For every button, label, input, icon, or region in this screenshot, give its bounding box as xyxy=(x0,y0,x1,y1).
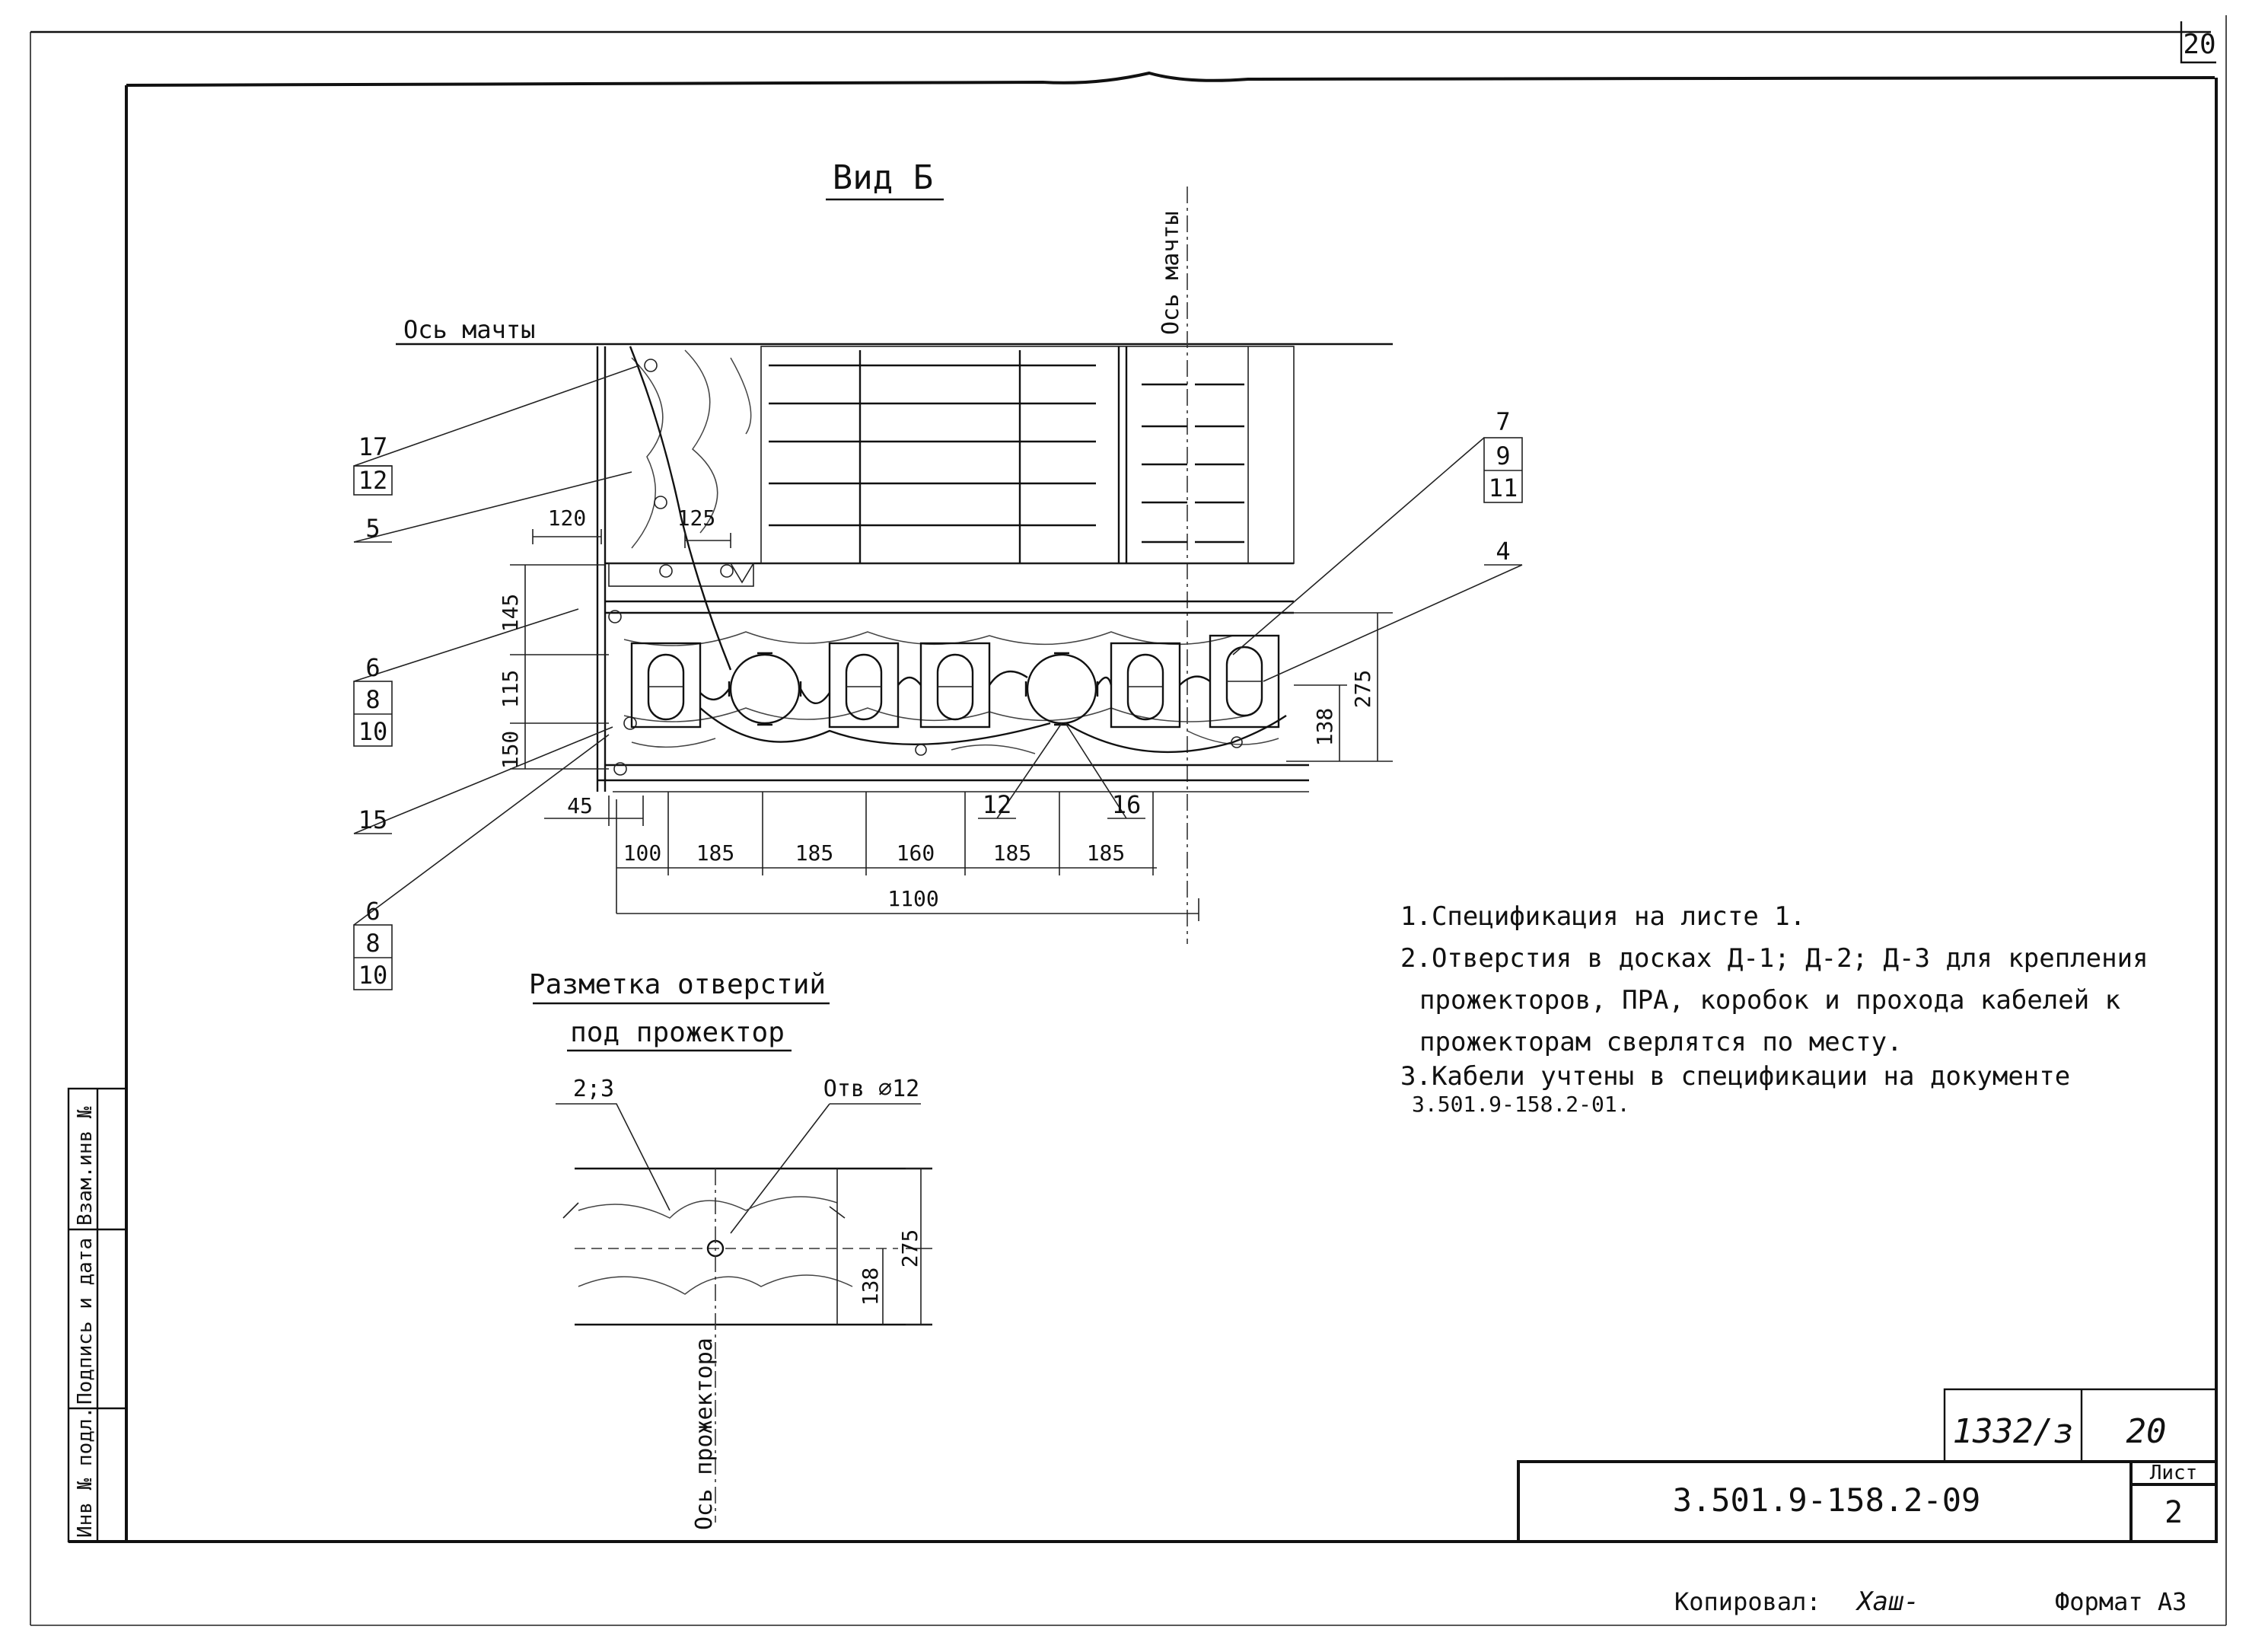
dim-bottom-2: 185 xyxy=(696,840,735,866)
dim-45: 45 xyxy=(567,793,593,818)
callout-12b: 12 xyxy=(983,790,1012,819)
markup-board xyxy=(562,1167,932,1523)
side-stamp xyxy=(67,1087,128,1543)
dim-150: 150 xyxy=(498,731,523,770)
notes: 1.Спецификация на листе 1. 2.Отверстия в… xyxy=(1400,901,2149,1117)
sheet-frame xyxy=(30,15,2227,1626)
markup-axis-label: Ось прожектора xyxy=(691,1338,718,1530)
bottom-dim-chain xyxy=(616,792,1199,921)
callout-5: 5 xyxy=(365,514,380,543)
note-line-5: 3.Кабели учтены в спецификации на докуме… xyxy=(1400,1061,2070,1092)
stamp-sheet-value: 2 xyxy=(2164,1495,2183,1530)
callout-10a: 10 xyxy=(358,717,388,746)
dim-120: 120 xyxy=(548,505,587,531)
stamp-doc-code: 3.501.9-158.2-09 xyxy=(1673,1481,1981,1519)
callout-17: 17 xyxy=(358,432,388,461)
dim-115: 115 xyxy=(498,670,523,709)
dim-138: 138 xyxy=(1312,708,1337,747)
sheet-number-top: 20 xyxy=(2183,29,2215,60)
callout-11: 11 xyxy=(1489,474,1518,502)
markup-dim-275: 275 xyxy=(897,1229,922,1268)
view-title: Вид Б xyxy=(833,158,933,197)
stamp-page: 20 xyxy=(2126,1412,2167,1451)
markup-dim-138: 138 xyxy=(858,1268,883,1306)
floodlight-row xyxy=(630,634,1287,756)
markup-hole-label: Отв ∅12 xyxy=(823,1076,919,1102)
leader-lines xyxy=(353,365,1523,926)
markup-label-23: 2;3 xyxy=(573,1076,614,1102)
callout-15: 15 xyxy=(358,805,388,834)
callout-9: 9 xyxy=(1496,442,1510,470)
dim-total-1100: 1100 xyxy=(887,886,938,911)
footer-copied-sign: Хаш- xyxy=(1855,1586,1919,1617)
markup-title-2: под прожектор xyxy=(570,1017,785,1048)
callout-7: 7 xyxy=(1496,407,1510,436)
mast-structure xyxy=(596,346,1309,792)
note-line-1: 1.Спецификация на листе 1. xyxy=(1400,901,1805,932)
callout-8a: 8 xyxy=(365,685,380,714)
callout-8b: 8 xyxy=(365,929,380,958)
callout-6b: 6 xyxy=(365,897,380,926)
side-stamp-inv: Инв № подл. xyxy=(74,1407,97,1538)
dim-bottom-4: 160 xyxy=(897,840,935,866)
footer-copied-label: Копировал: xyxy=(1674,1587,1821,1616)
callout-16: 16 xyxy=(1112,790,1142,819)
callout-4: 4 xyxy=(1496,537,1510,566)
note-line-6: 3.501.9-158.2-01. xyxy=(1412,1092,1630,1117)
side-stamp-vzam: Взам.инв № xyxy=(74,1106,97,1226)
dim-bottom-6: 185 xyxy=(1087,840,1126,866)
mast-axis-label: Ось мачты xyxy=(403,315,535,344)
dim-275: 275 xyxy=(1350,670,1375,709)
callout-12: 12 xyxy=(358,466,388,495)
note-line-3: прожекторов, ПРА, коробок и прохода кабе… xyxy=(1419,985,2120,1016)
dim-145: 145 xyxy=(498,594,523,633)
side-stamp-sign: Подпись и дата xyxy=(74,1238,97,1405)
dim-bottom-1: 100 xyxy=(623,840,662,866)
title-block xyxy=(1517,1388,2218,1543)
stamp-sheet-label: Лист xyxy=(2150,1462,2198,1484)
dim-bottom-3: 185 xyxy=(795,840,834,866)
mast-axis-vertical-label: Ось мачты xyxy=(1158,211,1184,335)
note-line-4: прожекторам сверлятся по месту. xyxy=(1419,1027,1903,1057)
callout-10b: 10 xyxy=(358,961,388,990)
dim-125: 125 xyxy=(677,505,716,531)
dim-bottom-5: 185 xyxy=(993,840,1032,866)
markup-title-1: Разметка отверстий xyxy=(529,969,826,1000)
stamp-inventory: 1332/з xyxy=(1953,1412,2074,1451)
callout-6a: 6 xyxy=(365,653,380,682)
note-line-2: 2.Отверстия в досках Д-1; Д-2; Д-3 для к… xyxy=(1400,943,2149,974)
footer-format: Формат А3 xyxy=(2055,1587,2187,1616)
